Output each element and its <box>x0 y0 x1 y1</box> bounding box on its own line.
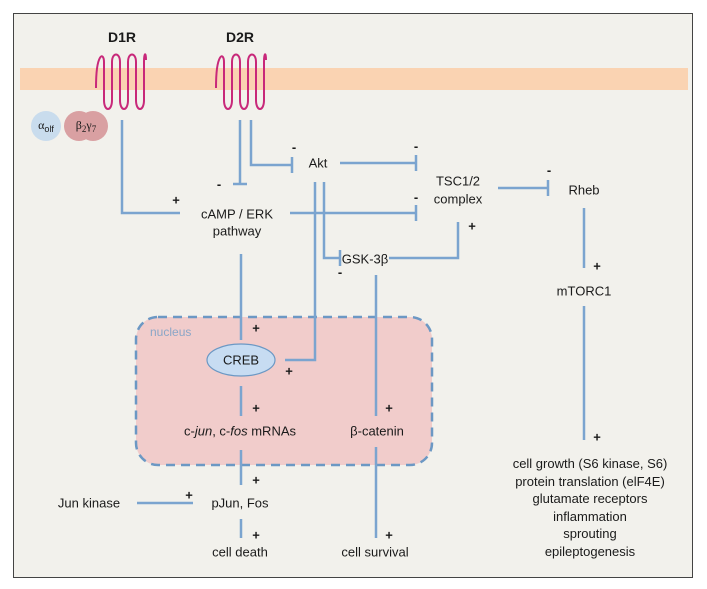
sign-plus: + <box>468 218 476 234</box>
node-cell-death: cell death <box>212 544 268 560</box>
sign-minus: - <box>413 189 419 205</box>
node-camp-erk-line1: cAMP / ERK <box>200 206 274 222</box>
outcome-item: protein translation (elF4E) <box>515 473 665 489</box>
sign-plus: + <box>252 320 260 336</box>
outcome-item: glutamate receptors <box>532 491 648 506</box>
sign-plus: + <box>385 400 393 416</box>
edge-d1r-camp <box>120 120 180 215</box>
sign-plus: + <box>172 192 180 208</box>
outcome-item: inflammation <box>553 508 627 524</box>
sign-plus: + <box>593 258 601 274</box>
alpha-olf-label: αolf <box>38 117 54 135</box>
sign-plus: + <box>593 429 601 445</box>
sign-minus: - <box>546 162 552 178</box>
node-akt: Akt <box>308 155 328 171</box>
node-tsc-line2: complex <box>433 191 483 207</box>
edge-d2r-akt <box>249 120 292 167</box>
edge-akt-creb <box>285 182 317 362</box>
node-mtorc1: mTORC1 <box>556 283 612 299</box>
outcome-item: sprouting <box>563 526 617 541</box>
sign-plus: + <box>252 472 260 488</box>
cell-membrane <box>20 68 688 90</box>
d2r-receptor-icon <box>215 53 267 110</box>
sign-plus: + <box>285 363 293 379</box>
sign-plus: + <box>385 527 393 543</box>
outcome-item: epileptogenesis <box>544 543 636 559</box>
node-jun-kinase: Jun kinase <box>57 495 121 511</box>
alpha-olf-subunit <box>31 111 61 141</box>
node-creb: CREB <box>222 352 260 368</box>
outcome-item: cell growth (S6 kinase, S6) <box>512 456 668 471</box>
node-camp-erk-line2: pathway <box>212 223 262 239</box>
node-cell-survival: cell survival <box>341 544 409 560</box>
node-pjun-fos: pJun, Fos <box>211 495 269 511</box>
sign-minus: - <box>291 139 297 155</box>
edge-gsk-tsc <box>389 222 460 260</box>
beta-gamma-subunit-b <box>78 111 108 141</box>
beta-gamma-label: β2γ7 <box>75 117 97 135</box>
sign-minus: - <box>337 264 343 280</box>
sign-minus: - <box>216 176 222 192</box>
node-rheb: Rheb <box>568 182 600 198</box>
sign-plus: + <box>185 487 193 503</box>
node-beta-catenin: β-catenin <box>350 423 404 439</box>
node-gsk3b: GSK-3β <box>341 251 389 267</box>
node-tsc-line1: TSC1/2 <box>435 173 481 189</box>
d2r-label: D2R <box>225 29 255 45</box>
sign-plus: + <box>252 400 260 416</box>
creb-node <box>206 343 276 377</box>
node-mrnas: c-jun, c-fos mRNAs <box>184 423 296 439</box>
mtorc1-outcomes: cell growth (S6 kinase, S6) protein tran… <box>513 455 668 560</box>
nucleus-label: nucleus <box>150 325 192 339</box>
sign-plus: + <box>252 527 260 543</box>
sign-minus: - <box>413 138 419 154</box>
nucleus <box>134 315 434 467</box>
d1r-receptor-icon <box>95 53 147 110</box>
d1r-label: D1R <box>107 29 137 45</box>
edge-akt-gsk <box>322 182 340 260</box>
